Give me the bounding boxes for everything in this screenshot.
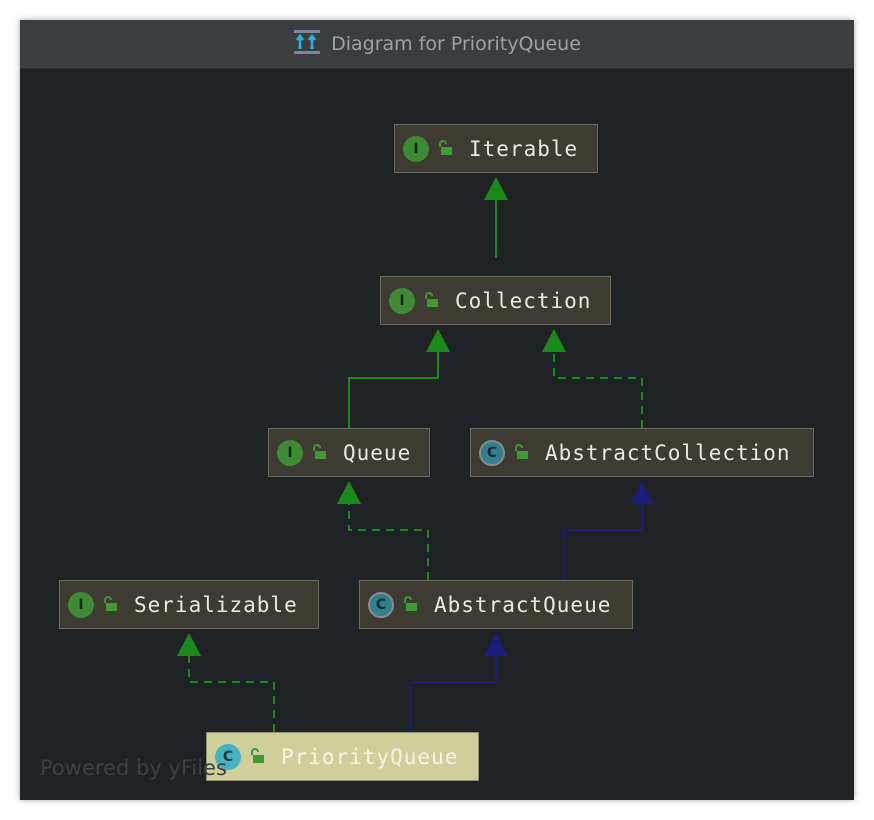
edge-collection-to-iterable — [484, 177, 508, 258]
edges-layer — [177, 177, 654, 732]
diagram-icon — [293, 28, 321, 61]
window-title: Diagram for PriorityQueue — [331, 33, 581, 55]
node-queue[interactable]: I Queue — [268, 428, 430, 477]
node-serializable[interactable]: I Serializable — [59, 580, 319, 629]
interface-badge-icon: I — [277, 439, 303, 466]
edge-priorityqueue-to-abstractqueue — [409, 633, 508, 732]
public-lock-icon — [513, 441, 529, 465]
public-lock-icon — [311, 441, 327, 465]
edge-queue-to-collection — [348, 329, 450, 428]
node-label: Iterable — [469, 136, 579, 161]
node-label: Serializable — [134, 592, 298, 617]
public-lock-icon — [402, 593, 418, 617]
public-lock-icon — [437, 137, 453, 161]
node-label: Queue — [343, 440, 412, 465]
public-lock-icon — [249, 745, 265, 769]
edge-abstractcollection-to-collection — [542, 329, 643, 428]
interface-badge-icon: I — [389, 287, 415, 314]
node-label: AbstractQueue — [434, 592, 612, 617]
window-titlebar: Diagram for PriorityQueue — [20, 20, 854, 69]
public-lock-icon — [423, 289, 439, 313]
diagram-canvas[interactable]: I Iterable I Collection I Queue C — [20, 68, 854, 800]
node-collection[interactable]: I Collection — [380, 276, 611, 325]
interface-badge-icon: I — [68, 591, 94, 618]
abstract-class-badge-icon: C — [479, 439, 505, 466]
yfiles-watermark: Powered by yFiles — [40, 756, 227, 780]
interface-badge-icon: I — [403, 135, 429, 162]
diagram-window: Diagram for PriorityQueue — [20, 20, 854, 800]
edge-abstractqueue-to-queue — [337, 481, 429, 580]
node-abstractqueue[interactable]: C AbstractQueue — [359, 580, 633, 629]
class-badge-icon: C — [215, 743, 241, 770]
edge-abstractqueue-to-abstractcollection — [563, 481, 654, 580]
public-lock-icon — [102, 593, 118, 617]
abstract-class-badge-icon: C — [368, 591, 394, 618]
node-label: Collection — [455, 288, 592, 313]
node-label: PriorityQueue — [281, 744, 459, 769]
node-priorityqueue[interactable]: C PriorityQueue — [206, 732, 479, 781]
node-abstractcollection[interactable]: C AbstractCollection — [470, 428, 814, 477]
edge-priorityqueue-to-serializable — [177, 633, 275, 732]
node-label: AbstractCollection — [545, 440, 791, 465]
node-iterable[interactable]: I Iterable — [394, 124, 598, 173]
